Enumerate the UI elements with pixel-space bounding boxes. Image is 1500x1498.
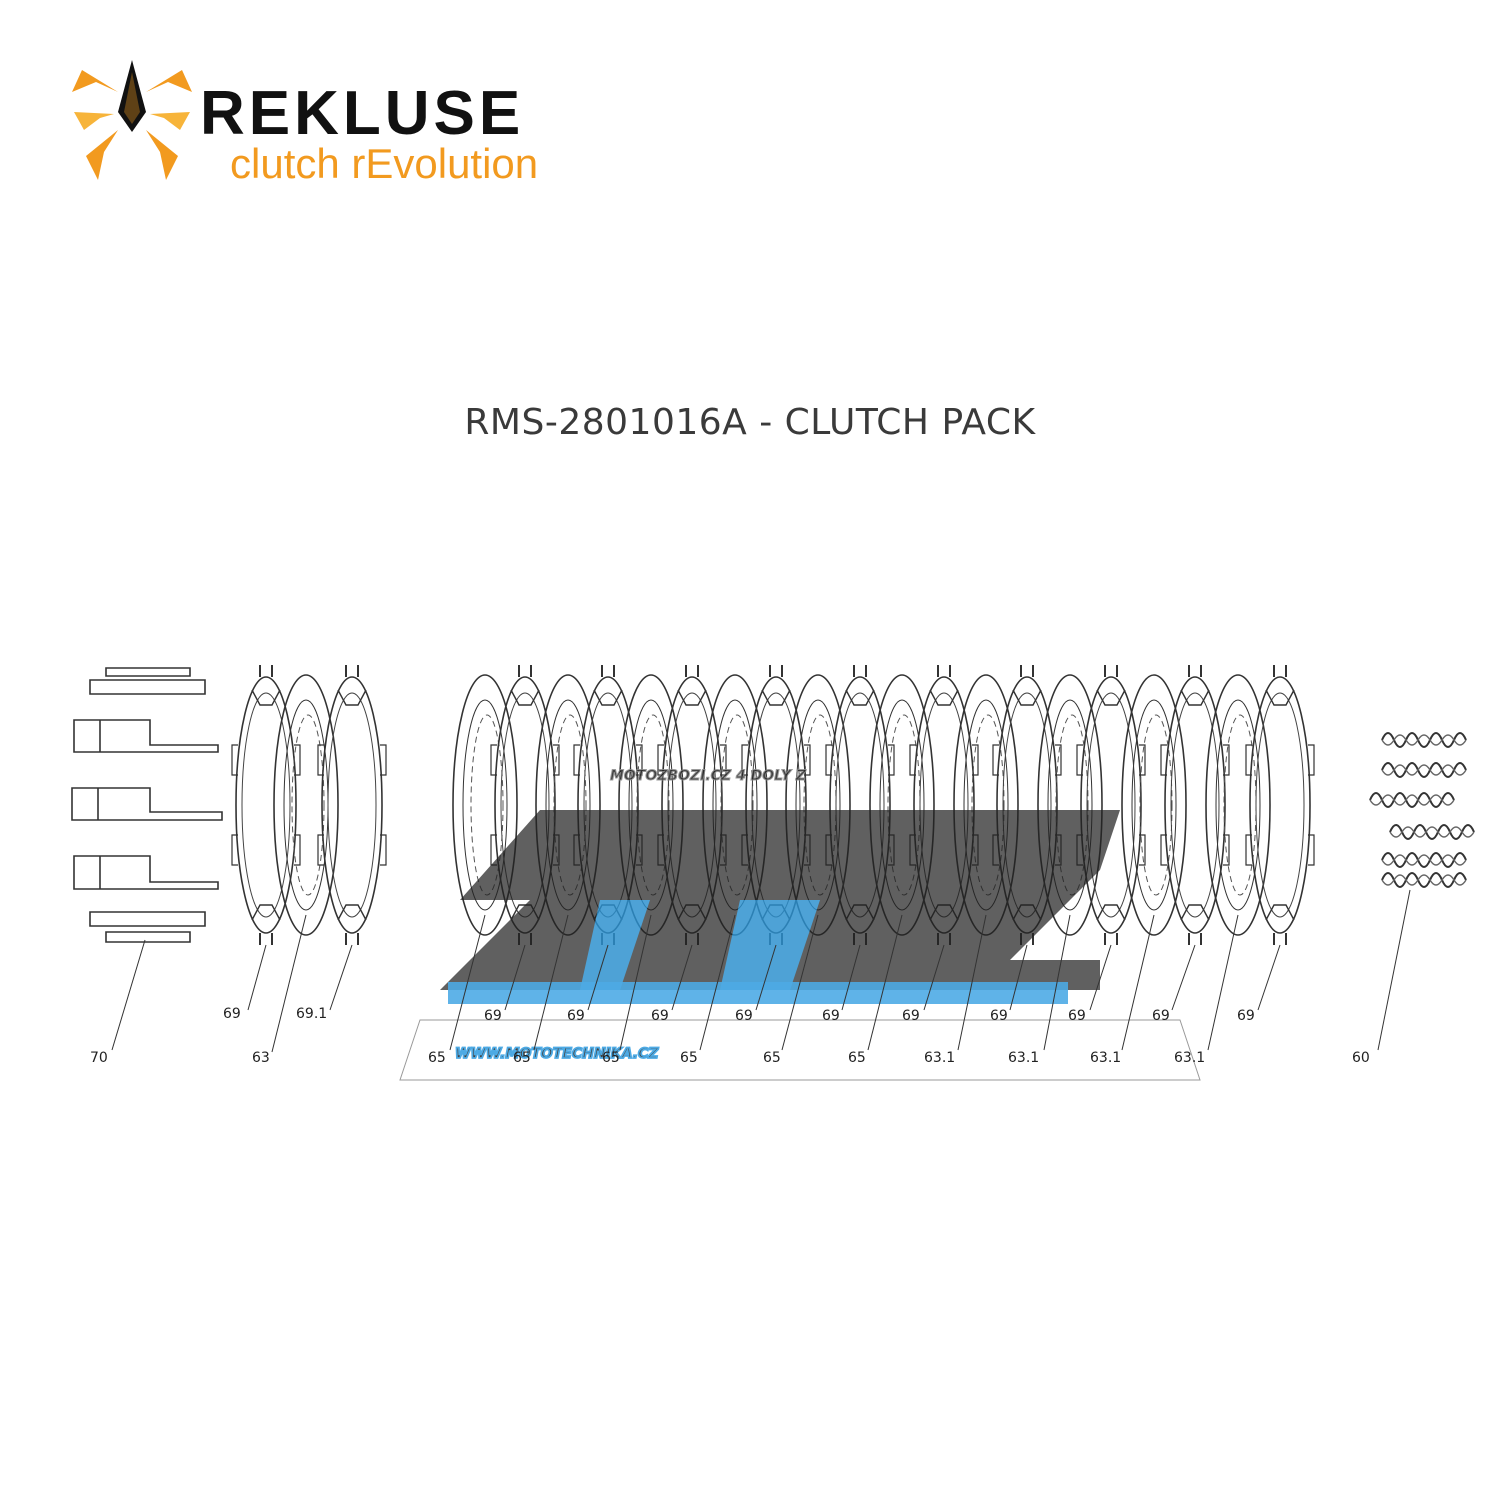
rekluse-logo: REKLUSE clutch rEvolution xyxy=(72,60,538,187)
part-70-blocks xyxy=(71,667,223,943)
callout-label: 63.1 xyxy=(1090,1050,1121,1066)
callout-label: 63.1 xyxy=(1008,1050,1039,1066)
callout-label: 65 xyxy=(428,1050,446,1066)
callout-label: 69 xyxy=(735,1008,753,1024)
steel-plate xyxy=(317,664,387,946)
callout-label: 69 xyxy=(651,1008,669,1024)
diagram-title: RMS-2801016A - CLUTCH PACK xyxy=(464,402,1036,443)
callout-label: 63.1 xyxy=(924,1050,955,1066)
callout-label: 69 xyxy=(223,1006,241,1022)
logo-brand: REKLUSE xyxy=(200,79,524,148)
spider-icon xyxy=(72,60,192,180)
callout-label: 65 xyxy=(602,1050,620,1066)
steel-plate xyxy=(231,664,301,946)
callout-label: 69 xyxy=(1068,1008,1086,1024)
leader-lines xyxy=(111,889,1411,1053)
callout-label: 69 xyxy=(902,1008,920,1024)
logo-tagline: clutch rEvolution xyxy=(230,140,538,187)
callout-label: 69 xyxy=(990,1008,1008,1024)
part-60-springs xyxy=(1369,732,1475,888)
callout-label: 60 xyxy=(1352,1050,1370,1066)
callout-label: 65 xyxy=(848,1050,866,1066)
callout-label: 69 xyxy=(484,1008,502,1024)
callout-label: 65 xyxy=(513,1050,531,1066)
watermark-url: WWW.MOTOTECHNIKA.CZ xyxy=(455,1046,659,1062)
callout-label: 69 xyxy=(1152,1008,1170,1024)
callout-labels: 70 69 63 69.1 65 69 65 69 65 69 65 69 65… xyxy=(90,1006,1370,1066)
callout-label: 65 xyxy=(680,1050,698,1066)
callout-label: 69 xyxy=(1237,1008,1255,1024)
watermark-top-text: MOTOZBOZI.CZ 4 DOLY Z xyxy=(610,768,807,784)
callout-label: 65 xyxy=(763,1050,781,1066)
callout-label: 69 xyxy=(822,1008,840,1024)
callout-label: 63 xyxy=(252,1050,270,1066)
watermark: MOTOZBOZI.CZ 4 DOLY Z WWW.MOTOTECHNIKA.C… xyxy=(399,768,1201,1081)
callout-label: 63.1 xyxy=(1174,1050,1205,1066)
callout-label: 69 xyxy=(567,1008,585,1024)
callout-label: 69.1 xyxy=(296,1006,327,1022)
callout-label: 70 xyxy=(90,1050,108,1066)
